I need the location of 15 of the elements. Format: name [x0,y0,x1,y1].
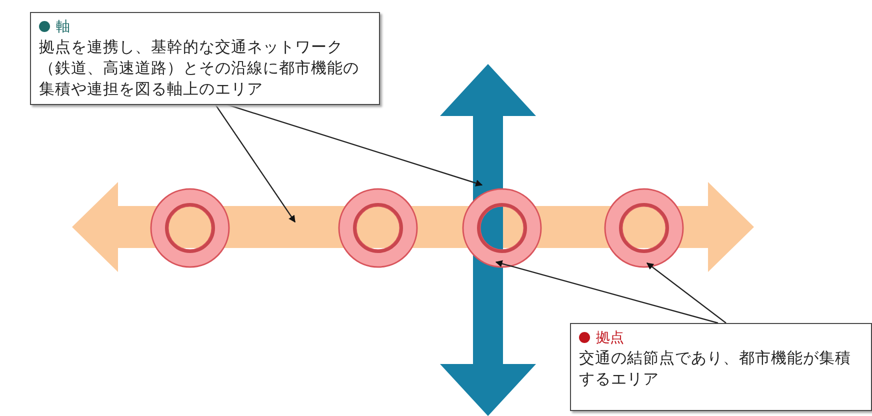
ring-marker [338,188,418,268]
ring-marker [150,188,230,268]
ring-marker [462,188,542,268]
axis-band [72,182,754,272]
callout-text: 交通の結節点であり、都市機能が集積するエリア [579,348,852,390]
ring-marker [604,188,684,268]
leader-line [224,103,483,186]
callout-box [30,12,380,105]
leader-line [646,262,726,324]
callout-heading: 拠点 [596,330,624,346]
callout-heading: 軸 [56,19,70,35]
leader-line [214,104,296,223]
leader-line [495,260,718,324]
callout-text: 拠点を連携し、基幹的な交通ネットワーク（鉄道、高速道路）とその沿線に都市機能の集積や連担を図る軸上のエリア [39,37,360,100]
callout-box [570,323,872,411]
